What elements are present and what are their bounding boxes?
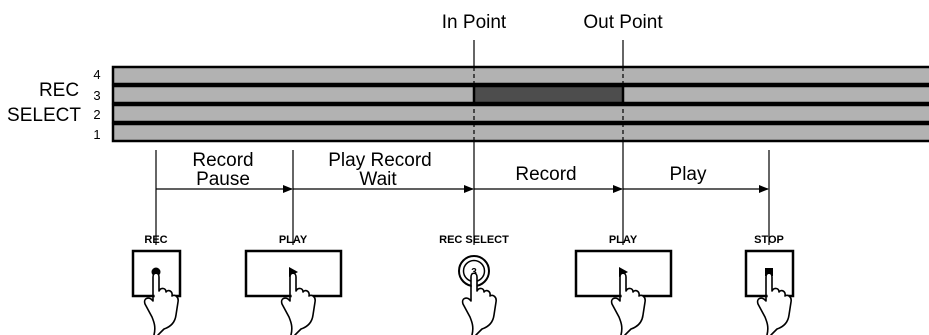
rec-select-button[interactable]: 3 [458, 255, 490, 287]
stop-square-icon [765, 268, 773, 276]
in-point-label: In Point [442, 12, 507, 33]
hand-pointer-icon-stop [756, 272, 792, 335]
track-bar-4 [111, 65, 929, 86]
recorded-segment-track-3 [472, 84, 625, 105]
rec-button-label: REC [144, 234, 167, 246]
rec-select-label-line2: SELECT [7, 105, 81, 126]
track-bar-2 [111, 103, 929, 124]
stop-button-label: STOP [754, 234, 784, 246]
track-number-2: 2 [93, 107, 100, 122]
track-number-3: 3 [93, 88, 100, 103]
track-number-1: 1 [93, 127, 100, 142]
phase-label-2-line1: Play Record [328, 150, 432, 171]
hand-pointer-icon-play-2 [610, 272, 646, 335]
hand-pointer-icon-play-1 [280, 272, 316, 335]
phase-label-1-line1: Record [192, 150, 253, 171]
play-button-label-2: PLAY [609, 234, 638, 246]
hand-pointer-icon-rec [143, 272, 179, 335]
phase-label-2-line2: Wait [359, 169, 397, 190]
phase-label-3: Record [515, 164, 576, 185]
out-point-label: Out Point [583, 12, 663, 33]
track-number-4: 4 [93, 67, 100, 82]
rec-select-button-label: REC SELECT [439, 234, 509, 246]
play-button-label-1: PLAY [279, 234, 308, 246]
hand-pointer-icon-rec-select [461, 272, 497, 335]
track-bar-1 [111, 122, 929, 143]
rec-select-label-line1: REC [39, 80, 79, 101]
phase-label-4: Play [670, 164, 707, 185]
phase-label-1-line2: Pause [196, 169, 250, 190]
